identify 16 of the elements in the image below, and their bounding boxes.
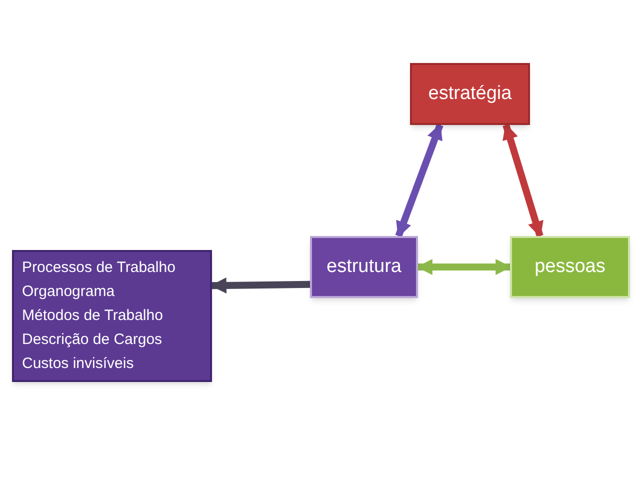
box-label: pessoas — [534, 254, 606, 279]
box-label: Descrição de Cargos — [22, 330, 164, 350]
box-label: estratégia — [428, 82, 512, 106]
box-label: estrutura — [326, 254, 402, 279]
box-label: Organograma — [22, 282, 116, 302]
box-label: Custos invisíveis — [22, 354, 135, 374]
list-box — [12, 250, 212, 382]
double-arrow — [395, 124, 444, 238]
structure-box — [310, 236, 418, 298]
box-label: Métodos de Trabalho — [22, 306, 164, 326]
strategy-box — [410, 63, 530, 125]
people-box — [510, 236, 630, 298]
double-arrow — [210, 277, 310, 294]
double-arrow — [502, 123, 544, 238]
double-arrow — [416, 259, 512, 275]
box-label: Processos de Trabalho — [22, 258, 176, 278]
